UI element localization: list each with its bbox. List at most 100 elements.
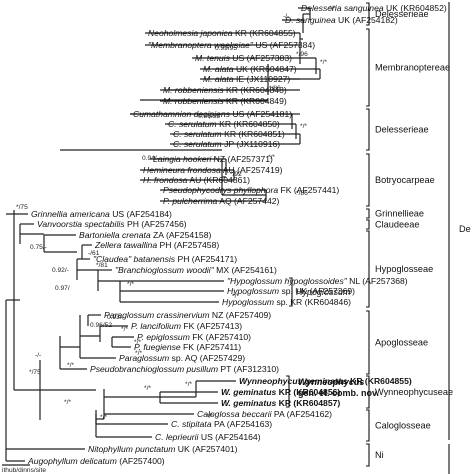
support-value: */* <box>144 385 151 392</box>
tip-label: M. alata UK (KR604847) <box>203 64 297 74</box>
tribe-brackets: DelesserieaeMembranoptereaeDelesserieaeB… <box>366 2 453 467</box>
support-value: */* <box>232 293 239 300</box>
tip-label: Pseudophycodrys phyllophora FK (AF257441… <box>163 185 339 195</box>
support-value: */96 <box>296 51 308 58</box>
support-value: */* <box>121 326 128 333</box>
tip-label: W. geminatus KR (KR604856) <box>221 387 340 397</box>
support-value: */* <box>135 350 142 357</box>
tip-label: "Branchioglossum woodii" MX (AF254161) <box>115 265 277 275</box>
support-value: */* <box>300 123 307 130</box>
tip-label: C. serulatum JP (JX110916) <box>173 139 280 149</box>
support-value: 0.86/55 <box>198 113 220 120</box>
tip-label: Hemineura frondosa AU (AF257419) <box>143 165 283 175</box>
tip-label: Hypoglossum sp. UK (AF257369) <box>227 286 355 296</box>
tribe-label: Delesserieae <box>375 9 429 19</box>
support-value: 0.92/- <box>52 267 69 274</box>
wynneophycus-bracket: Wynneophycus gen. et. comb. nov. <box>286 375 379 408</box>
tip-label: Bartoniella crenata ZA (AF254158) <box>79 230 211 240</box>
tribe-bracket <box>366 310 370 375</box>
support-value: */86 <box>296 190 308 197</box>
tip-label: P. fuegiense FK (AF257411) <box>134 342 241 352</box>
support-value: */* <box>320 59 327 66</box>
hypoglossum-bracket: Hypoglossum <box>289 277 351 307</box>
support-value: */* <box>268 154 275 161</box>
support-value: */75 <box>16 204 28 211</box>
tribe-label: Botryocarpeae <box>375 175 435 185</box>
tribe-label: Grinnellieae <box>375 209 424 219</box>
tribe-bracket <box>366 443 370 467</box>
tribe-label: Hypoglosseae <box>375 264 433 274</box>
tip-label: Pseudobranchioglossum pusillum PT (AF312… <box>90 364 279 374</box>
tribe-bracket <box>366 208 370 219</box>
tip-label: Cumathamnion decipiens US (AF254181) <box>133 109 292 119</box>
support-value: */81 <box>96 262 108 269</box>
tribe-bracket <box>366 153 370 207</box>
tribe-bracket <box>366 219 370 230</box>
support-value: */86 <box>269 85 281 92</box>
support-value: -/61 <box>88 250 100 257</box>
support-value: 0.75/- <box>30 244 47 251</box>
tip-label: "Membranoptera weeksiae" US (AF257384) <box>148 40 315 50</box>
tribe-bracket <box>366 409 370 442</box>
tip-label: "Hypoglossum hypoglossoides" NL (AF25736… <box>227 276 408 286</box>
tribe-label: Wynneophycuseae <box>375 387 453 397</box>
tribe-bracket <box>366 375 370 409</box>
tribe-label: Apoglosseae <box>375 338 428 348</box>
tip-label: Laingia hookeri NZ (AF257371) <box>153 154 273 164</box>
support-value: */* <box>127 281 134 288</box>
scale-caption: ithub/dinns/site <box>2 467 46 474</box>
support-value: */* <box>206 413 213 420</box>
support-value: 0.97/ <box>55 285 70 292</box>
support-value: */* <box>185 381 192 388</box>
tip-label: C. serulatum KR (KR604850) <box>168 119 280 129</box>
tip-label: P. lancifolium FK (AF257413) <box>131 321 242 331</box>
support-value: */* <box>64 399 71 406</box>
tip-label: C. stipitata PA (AF254163) <box>171 419 272 429</box>
tribe-label: Claudeeae <box>375 220 419 230</box>
tip-label: H. frondosa AU (KR604861) <box>143 175 250 185</box>
tribe-label: Membranoptereae <box>375 63 450 73</box>
tip-label: Neoholmesia japonica KR (KR604855) <box>148 28 296 38</box>
tip-label: W. geminatus KR (KR604857) <box>221 398 340 408</box>
support-value: 0.96/52 <box>90 322 112 329</box>
support-value: */* <box>67 362 74 369</box>
tip-label: M. robbeniensis KR (KR604849) <box>163 96 287 106</box>
tribe-label: Caloglosseae <box>375 421 431 431</box>
support-value: 0.94/- <box>142 155 159 162</box>
tip-label: Delesseria sanguinea UK (KR604852) <box>301 3 447 13</box>
tribe-bracket <box>366 2 370 26</box>
tree-branches <box>5 7 321 462</box>
support-value: */* <box>329 5 336 12</box>
support-value: -/- <box>35 352 41 359</box>
tip-label: "Claudea" batanensis PH (AF254171) <box>93 254 237 264</box>
support-value: */75 <box>29 369 41 376</box>
hypoglossum-label: Hypoglossum <box>296 287 351 297</box>
tip-label: M. tenuis US (AF257383) <box>195 53 292 63</box>
tribe-label: Delesserieae <box>375 125 429 135</box>
tip-label: D. sanguinea UK (AF254182) <box>285 15 398 25</box>
tip-label: C. serulatum KR (KR604851) <box>173 129 285 139</box>
support-value: -/- <box>283 13 289 20</box>
support-value: */92 <box>230 171 242 178</box>
tribe-bracket <box>366 108 370 151</box>
support-value: */* <box>100 414 107 421</box>
tribe-label: Ni <box>375 450 384 460</box>
tip-label: Augophyllum delicatum (AF257400) <box>27 456 165 466</box>
tip-label: Paraglossum crassinervium NZ (AF257409) <box>104 310 271 320</box>
tip-label: Paraglossum sp. AQ (AF257429) <box>119 353 245 363</box>
tribe-bracket <box>366 230 370 308</box>
tip-label: Zellera tawallina PH (AF257458) <box>94 240 219 250</box>
tip-label: Grinnellia americana US (AF254184) <box>31 209 172 219</box>
support-value: 0.99/95 <box>215 45 237 52</box>
outer-family-bracket: De <box>448 2 471 474</box>
support-value: 0.93/- <box>107 314 124 321</box>
wynneophycus-label: Wynneophycus <box>298 377 364 387</box>
tip-label: Hypoglossum sp. KR (KR604846) <box>222 297 351 307</box>
tip-label: M. robbeniensis KR (KR604848) <box>163 85 287 95</box>
tip-label: C. leprieurii US (AF254164) <box>155 432 261 442</box>
outer-family-label: De <box>459 224 471 234</box>
tip-label: Nitophyllum punctatum UK (AF257401) <box>88 444 238 454</box>
tribe-bracket <box>366 28 370 107</box>
